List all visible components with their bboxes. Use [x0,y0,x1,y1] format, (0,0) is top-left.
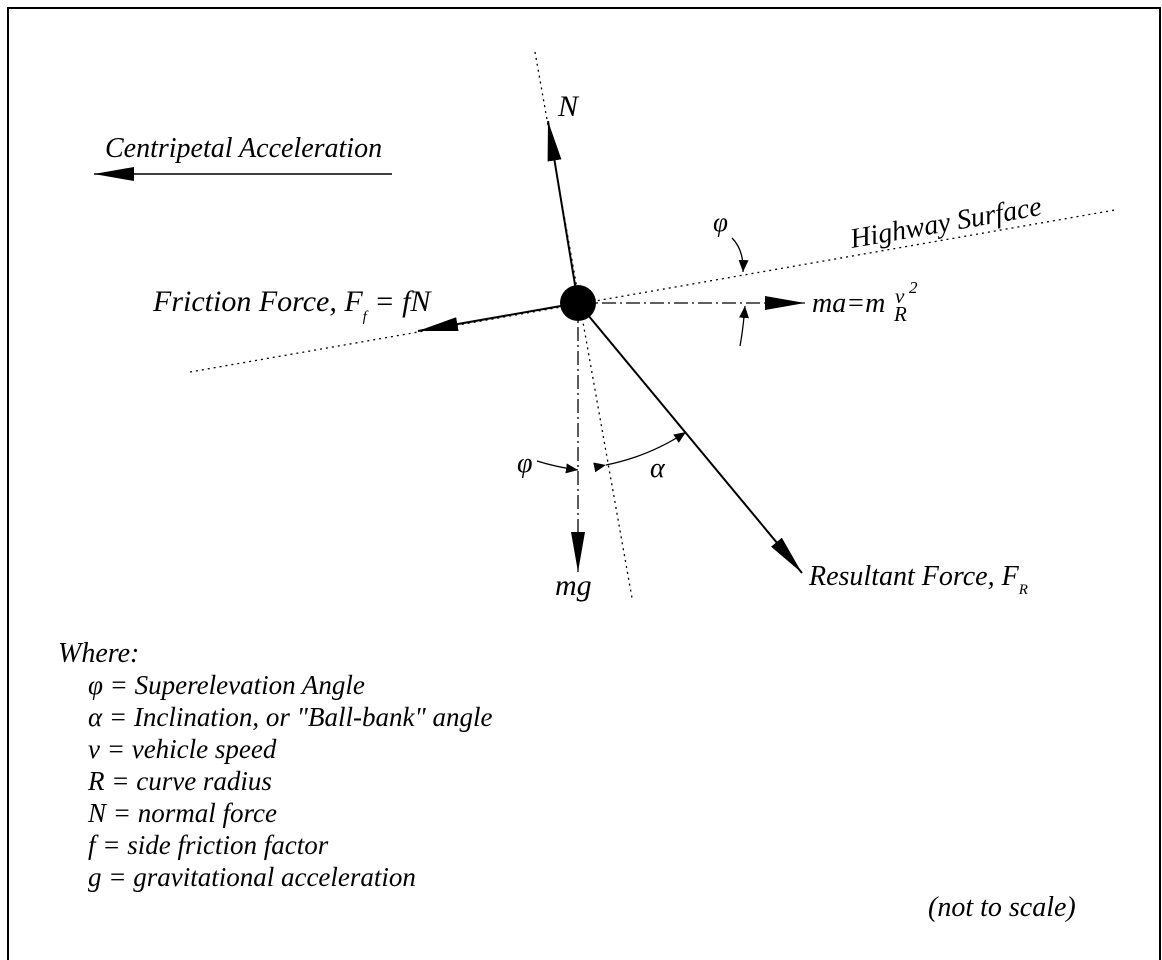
phi-bottom-label: φ [517,448,533,479]
highway-surface-line [189,209,1116,373]
normal-force-arrow [547,120,579,304]
resultant-subscript: R [1018,582,1028,598]
figure-frame [7,7,1161,960]
legend-item: v = vehicle speed [88,734,277,764]
phi-right-leader [739,305,749,347]
resultant-force-label: Resultant Force, FR [808,561,1028,598]
ma-exponent: 2 [909,278,918,297]
legend-title: Where: [58,638,139,669]
friction-subscript: f [363,309,369,325]
phi-bottom-leader [536,460,579,474]
phi-top-label: φ [713,207,728,237]
friction-force-label: Friction Force, Ff = fN [152,285,432,325]
friction-equation: = fN [367,285,433,318]
normal-force-label: N [557,90,580,123]
centripetal-label: Centripetal Acceleration [105,133,382,164]
mg-label: mg [555,569,592,602]
alpha-label: α [650,453,666,484]
ma-numerator-v: v [895,284,905,308]
legend-item: N = normal force [87,798,277,828]
alpha-arc [593,431,687,473]
normal-axis-line [534,51,633,599]
legend-item: φ = Superelevation Angle [88,670,365,700]
highway-surface-label: Highway Surface [847,191,1044,255]
friction-force-text: Friction Force, F [152,285,363,318]
legend-item: g = gravitational acceleration [88,862,416,892]
ma-denominator-R: R [893,302,907,326]
resultant-force-arrow [577,302,803,574]
legend-item: R = curve radius [87,766,272,796]
friction-force-arrow [417,302,579,332]
legend-item: f = side friction factor [88,830,329,860]
resultant-force-text: Resultant Force, F [808,561,1020,592]
vehicle-mass-point [560,285,596,321]
phi-top-leader [731,237,749,273]
ma-label: ma=m [812,288,885,319]
legend-item: α = Inclination, or "Ball-bank" angle [88,702,493,732]
not-to-scale-note: (not to scale) [928,892,1076,923]
